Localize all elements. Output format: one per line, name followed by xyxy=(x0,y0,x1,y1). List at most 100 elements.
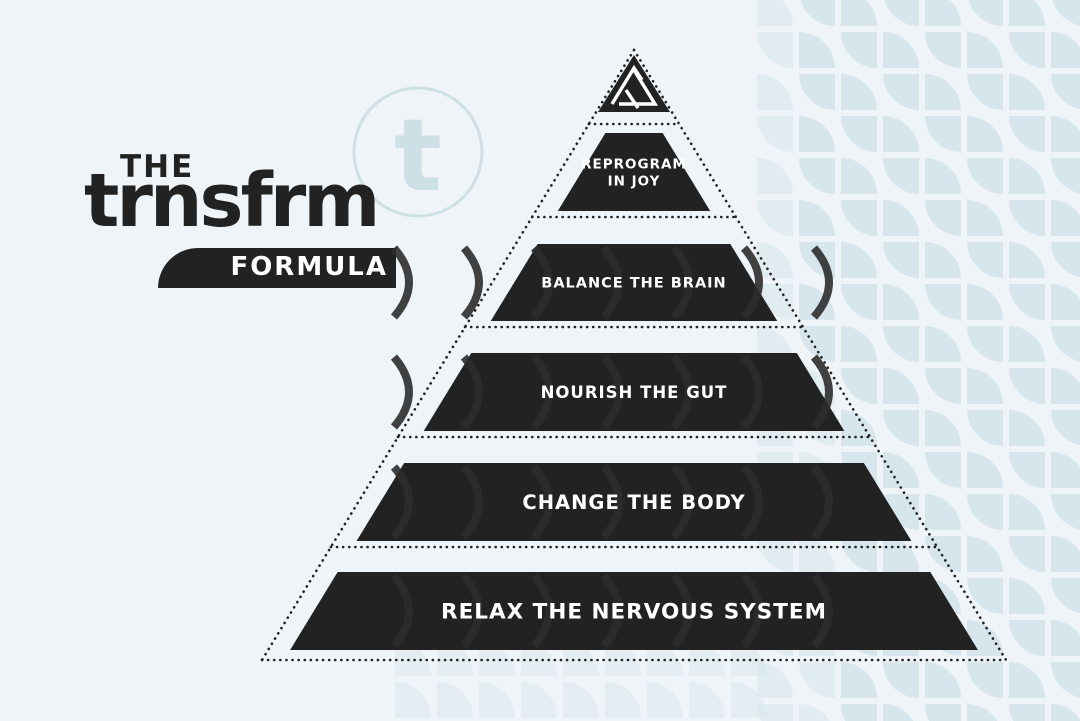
pattern-tile xyxy=(731,682,767,718)
pattern-tile xyxy=(967,326,1003,362)
pattern-tile xyxy=(799,116,835,152)
band-texture xyxy=(740,354,763,430)
pattern-tile xyxy=(799,662,835,698)
pattern-tile xyxy=(1051,284,1080,320)
pattern-tile xyxy=(1051,368,1080,404)
pattern-tile xyxy=(1051,200,1080,236)
pattern-tile xyxy=(1009,494,1045,530)
pattern-tile xyxy=(1009,284,1045,320)
logo-banner: FORMULA xyxy=(158,248,396,288)
pattern-tile xyxy=(1009,242,1045,278)
pattern-tile xyxy=(1009,32,1045,68)
pattern-tile xyxy=(841,242,877,278)
pattern-tile xyxy=(605,682,641,718)
pattern-tile xyxy=(799,32,835,68)
band-texture xyxy=(600,464,623,540)
pattern-tile xyxy=(883,116,919,152)
band-texture xyxy=(390,573,413,649)
pyramid-level-band xyxy=(290,572,978,650)
pattern-tile xyxy=(1051,536,1080,572)
band-texture xyxy=(670,573,693,649)
pattern-tile xyxy=(757,32,793,68)
pattern-tile xyxy=(925,284,961,320)
pattern-tile xyxy=(883,410,919,446)
pattern-tile xyxy=(563,682,599,718)
pattern-tile xyxy=(967,494,1003,530)
pattern-tile xyxy=(757,536,793,572)
pattern-tile xyxy=(757,74,793,110)
pyramid-level-label: BALANCE THE BRAIN xyxy=(541,276,726,292)
band-texture xyxy=(530,354,553,430)
pyramid-level-label: REPROGRAM xyxy=(581,156,687,172)
pattern-tile xyxy=(1051,494,1080,530)
pattern-tile xyxy=(1051,326,1080,362)
logo-wordmark: trnsfrm xyxy=(84,158,380,244)
pattern-tile xyxy=(1009,452,1045,488)
band-texture xyxy=(600,245,623,320)
pattern-tile xyxy=(925,0,961,26)
pattern-tile xyxy=(1009,368,1045,404)
band-texture xyxy=(460,573,483,649)
pattern-tile xyxy=(841,158,877,194)
pyramid-level-label: RELAX THE NERVOUS SYSTEM xyxy=(441,600,827,625)
pattern-tile xyxy=(1051,32,1080,68)
pattern-tile xyxy=(925,662,961,698)
band-texture xyxy=(600,354,623,430)
pyramid-level-2: BALANCE THE BRAIN xyxy=(390,244,833,321)
pattern-tile xyxy=(757,242,793,278)
logo-banner-label: FORMULA xyxy=(230,252,388,282)
pattern-tile xyxy=(841,74,877,110)
band-texture xyxy=(460,354,483,430)
pattern-tile xyxy=(799,74,835,110)
pattern-tile xyxy=(1009,704,1045,721)
pattern-tile xyxy=(925,494,961,530)
pattern-tile xyxy=(1009,0,1045,26)
pattern-tile xyxy=(799,704,830,721)
band-texture xyxy=(530,245,553,320)
pattern-tile xyxy=(799,158,835,194)
pattern-tile xyxy=(883,242,919,278)
pattern-tile xyxy=(1009,536,1045,572)
pattern-tile xyxy=(841,662,877,698)
pattern-tile xyxy=(1051,410,1080,446)
pattern-tile xyxy=(841,116,877,152)
pattern-tile xyxy=(1051,578,1080,614)
pattern-tile xyxy=(967,284,1003,320)
band-texture xyxy=(810,354,833,430)
pattern-tile xyxy=(967,578,1003,614)
pattern-tile xyxy=(925,410,961,446)
pattern-tile xyxy=(967,200,1003,236)
pattern-tile xyxy=(1051,620,1080,656)
pattern-tile xyxy=(1052,0,1080,26)
pattern-tile xyxy=(841,368,877,404)
pattern-tile xyxy=(841,326,877,362)
pyramid-dotted-outline xyxy=(260,48,1008,662)
pattern-tile xyxy=(1009,410,1045,446)
band-texture xyxy=(670,354,693,430)
pyramid-level-band xyxy=(490,244,778,321)
pattern-tile xyxy=(883,326,919,362)
pattern-tile xyxy=(883,200,919,236)
pattern-tile xyxy=(1051,74,1080,110)
pattern-tile xyxy=(437,682,473,718)
pattern-tile xyxy=(883,704,914,721)
pattern-tile xyxy=(799,326,835,362)
pattern-tile xyxy=(521,682,557,718)
pattern-tile xyxy=(757,0,793,26)
band-texture xyxy=(460,464,483,540)
pattern-tile xyxy=(925,536,961,572)
band-texture xyxy=(670,245,693,320)
watermark-letter: t xyxy=(394,97,442,214)
band-texture xyxy=(810,573,833,649)
pattern-tile xyxy=(1009,662,1045,698)
pattern-tile xyxy=(925,704,961,721)
pattern-tile xyxy=(1051,158,1080,194)
pattern-tile xyxy=(1051,662,1080,698)
pattern-tile xyxy=(799,200,835,236)
pyramid-level-label: NOURISH THE GUT xyxy=(541,383,728,402)
pattern-tile xyxy=(799,284,835,320)
pattern-tile xyxy=(925,368,961,404)
pattern-tile xyxy=(757,158,793,194)
